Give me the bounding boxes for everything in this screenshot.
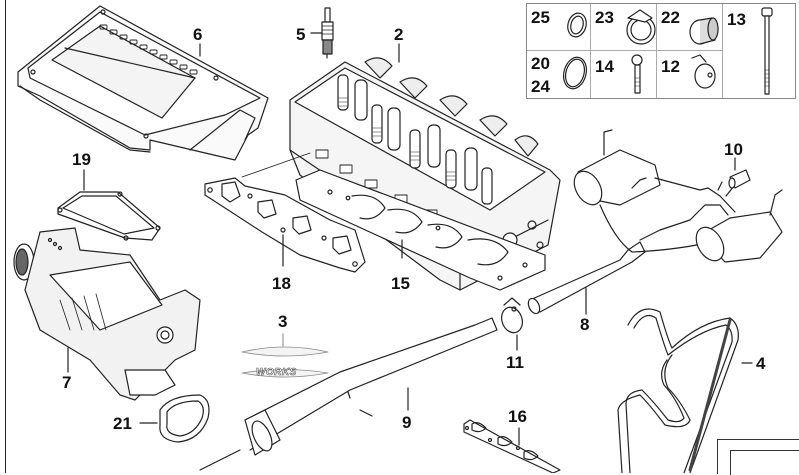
grid-number: 25	[531, 8, 550, 27]
callout-19[interactable]: 19	[72, 150, 91, 169]
grid-part-o-ring-large[interactable]	[560, 55, 590, 92]
grid-cell-25[interactable]: 25	[527, 4, 591, 51]
grid-part-plug[interactable]	[689, 17, 719, 45]
grid-part-hose-clamp[interactable]	[626, 9, 656, 45]
grid-part-clip-clamp[interactable]	[691, 54, 716, 89]
callout-10[interactable]: 10	[724, 140, 743, 159]
callout-11[interactable]: 11	[506, 353, 524, 372]
grid-part-bolt[interactable]	[631, 54, 643, 94]
callout-15[interactable]: 15	[391, 274, 410, 293]
grid-part-long-bolt[interactable]	[761, 7, 773, 95]
grid-cell-13[interactable]: 13	[723, 4, 795, 98]
grid-cell-20-24[interactable]: 20 24	[527, 51, 591, 98]
grid-cell-22[interactable]: 22	[657, 4, 723, 51]
grid-number: 12	[661, 57, 680, 76]
small-parts-grid: 25 23 22 13 20 24 14 12	[526, 3, 796, 99]
tail-pipe-drawing[interactable]	[728, 169, 751, 189]
callout-18[interactable]: 18	[272, 274, 291, 293]
clamp-drawing[interactable]	[498, 297, 526, 336]
callout-8[interactable]: 8	[580, 315, 590, 334]
frame-border	[5, 0, 6, 473]
exhaust-gasket-drawing[interactable]	[463, 419, 561, 473]
grid-number: 13	[727, 10, 746, 29]
callout-2[interactable]: 2	[394, 25, 404, 44]
callout-7[interactable]: 7	[62, 373, 72, 392]
leader-line-18b	[241, 152, 311, 178]
supercharger-drawing[interactable]	[13, 227, 201, 401]
front-silencer-drawing[interactable]	[199, 317, 498, 471]
works-emblem-drawing[interactable]	[241, 346, 329, 378]
callout-9[interactable]: 9	[402, 413, 412, 432]
grid-number: 14	[595, 57, 614, 76]
head-gasket-drawing[interactable]	[295, 169, 546, 291]
grid-number: 23	[595, 8, 614, 27]
grid-part-o-ring-small[interactable]	[565, 11, 589, 39]
rear-silencer-drawing[interactable]	[569, 129, 783, 266]
intake-gasket-drawing[interactable]	[204, 177, 366, 273]
grid-number: 20	[531, 54, 550, 73]
callout-4[interactable]: 4	[756, 354, 766, 373]
callout-6[interactable]: 6	[193, 25, 203, 44]
grid-number: 24	[531, 77, 550, 96]
grid-number: 22	[661, 8, 680, 27]
supercharger-gasket-drawing[interactable]	[57, 191, 161, 241]
callout-16[interactable]: 16	[508, 407, 527, 426]
grid-cell-12[interactable]: 12	[657, 51, 723, 98]
callout-3[interactable]: 3	[278, 312, 288, 331]
exhaust-pipe-drawing[interactable]	[526, 241, 646, 315]
callout-5[interactable]: 5	[296, 25, 306, 44]
engine-cover-drawing[interactable]	[17, 5, 269, 161]
grid-cell-23[interactable]: 23	[591, 4, 657, 51]
v-belt-drawing[interactable]	[617, 308, 739, 473]
symbol-inner-frame	[730, 450, 799, 475]
symbol-frame	[717, 439, 799, 475]
works-emblem-text: WORKS	[256, 367, 297, 379]
seal-ring-drawing[interactable]	[159, 394, 210, 443]
spark-plug-drawing[interactable]	[321, 7, 334, 59]
grid-cell-14[interactable]: 14	[591, 51, 657, 98]
callout-21[interactable]: 21	[113, 414, 132, 433]
